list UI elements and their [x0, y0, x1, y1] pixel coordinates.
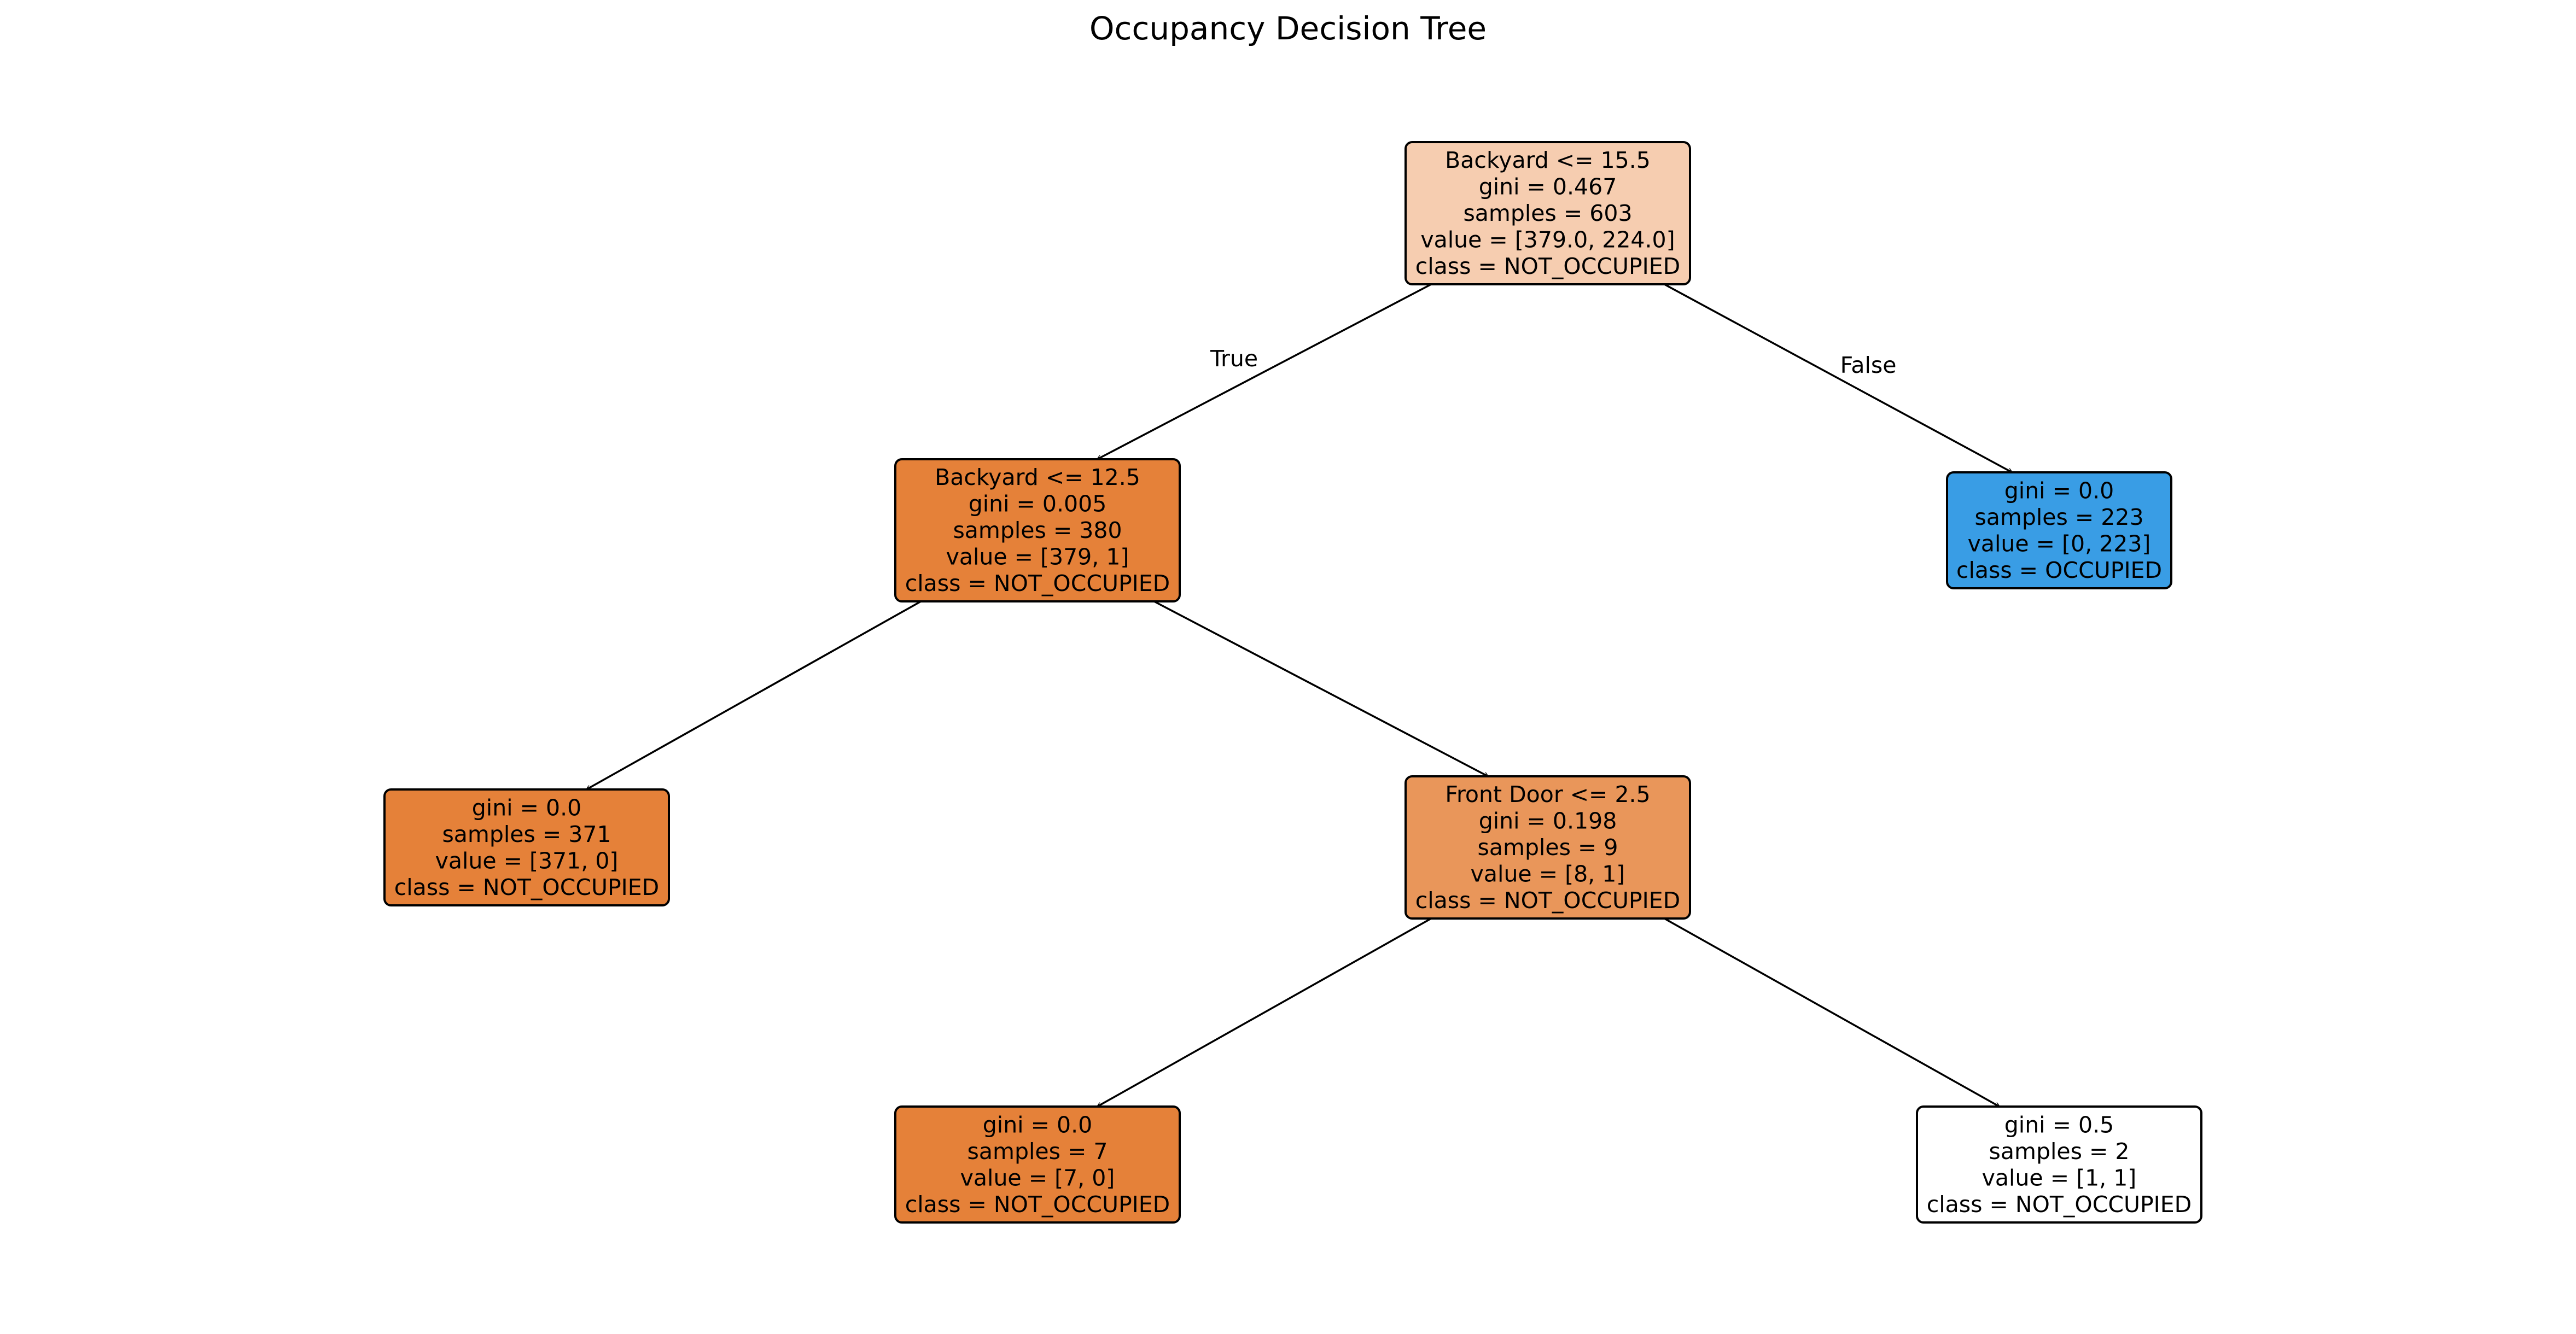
edge-left-1-to-mid-2: [1153, 600, 1488, 777]
node-text-line: gini = 0.467: [1479, 174, 1617, 200]
node-text-line: samples = 380: [953, 517, 1122, 543]
node-text-line: gini = 0.0: [983, 1111, 1092, 1138]
node-text-line: samples = 2: [1989, 1138, 2130, 1165]
edge-label-true: True: [1210, 346, 1258, 372]
edge-mid-2-to-left-3: [1097, 917, 1432, 1108]
node-text-line: class = NOT_OCCUPIED: [1415, 253, 1681, 279]
node-text-line: samples = 9: [1478, 834, 1618, 861]
node-text-line: value = [379.0, 224.0]: [1420, 227, 1675, 253]
node-text-line: value = [1, 1]: [1982, 1165, 2137, 1191]
edge-label-false: False: [1840, 352, 1897, 378]
node-text-line: gini = 0.5: [2004, 1111, 2114, 1138]
node-text-line: samples = 371: [442, 821, 611, 847]
node-text-line: Front Door <= 2.5: [1445, 781, 1650, 808]
node-text-line: Backyard <= 15.5: [1445, 147, 1651, 173]
node-box: [1916, 1105, 2202, 1224]
node-box: [383, 788, 670, 906]
node-text-line: gini = 0.0: [2004, 477, 2114, 504]
node-box: [1404, 141, 1691, 285]
node-text-line: gini = 0.198: [1479, 808, 1617, 834]
node-text-line: class = NOT_OCCUPIED: [1415, 887, 1681, 914]
edge-mid-2-to-right-3: [1664, 917, 2000, 1108]
node-text-line: samples = 223: [1974, 504, 2143, 530]
edge-root-to-left-1: [1097, 283, 1432, 460]
node-text-line: Backyard <= 12.5: [935, 464, 1140, 490]
node-text-line: class = OCCUPIED: [1956, 557, 2162, 583]
node-text-line: class = NOT_OCCUPIED: [394, 874, 660, 900]
node-box: [894, 458, 1181, 602]
node-text-line: class = NOT_OCCUPIED: [905, 1191, 1170, 1218]
node-box: [894, 1105, 1181, 1224]
node-text-line: class = NOT_OCCUPIED: [1927, 1191, 2192, 1218]
node-text-line: value = [0, 223]: [1968, 530, 2151, 557]
node-text-line: value = [371, 0]: [435, 847, 619, 874]
node-text-line: value = [8, 1]: [1471, 861, 1625, 887]
edge-root-to-right-1: [1664, 283, 2012, 473]
node-text-line: samples = 603: [1463, 200, 1632, 226]
node-text-line: gini = 0.0: [472, 794, 581, 821]
node-text-line: value = [7, 0]: [960, 1165, 1115, 1191]
edge-left-1-to-left-2: [586, 600, 922, 791]
node-text-line: class = NOT_OCCUPIED: [905, 570, 1170, 596]
node-box: [1946, 471, 2172, 589]
node-text-line: gini = 0.005: [969, 491, 1107, 517]
node-box: [1404, 775, 1691, 920]
node-text-line: value = [379, 1]: [946, 544, 1129, 570]
node-text-line: samples = 7: [968, 1138, 1108, 1165]
edges-layer: True False: [586, 283, 2012, 1108]
chart-title: Occupancy Decision Tree: [1089, 10, 1487, 47]
